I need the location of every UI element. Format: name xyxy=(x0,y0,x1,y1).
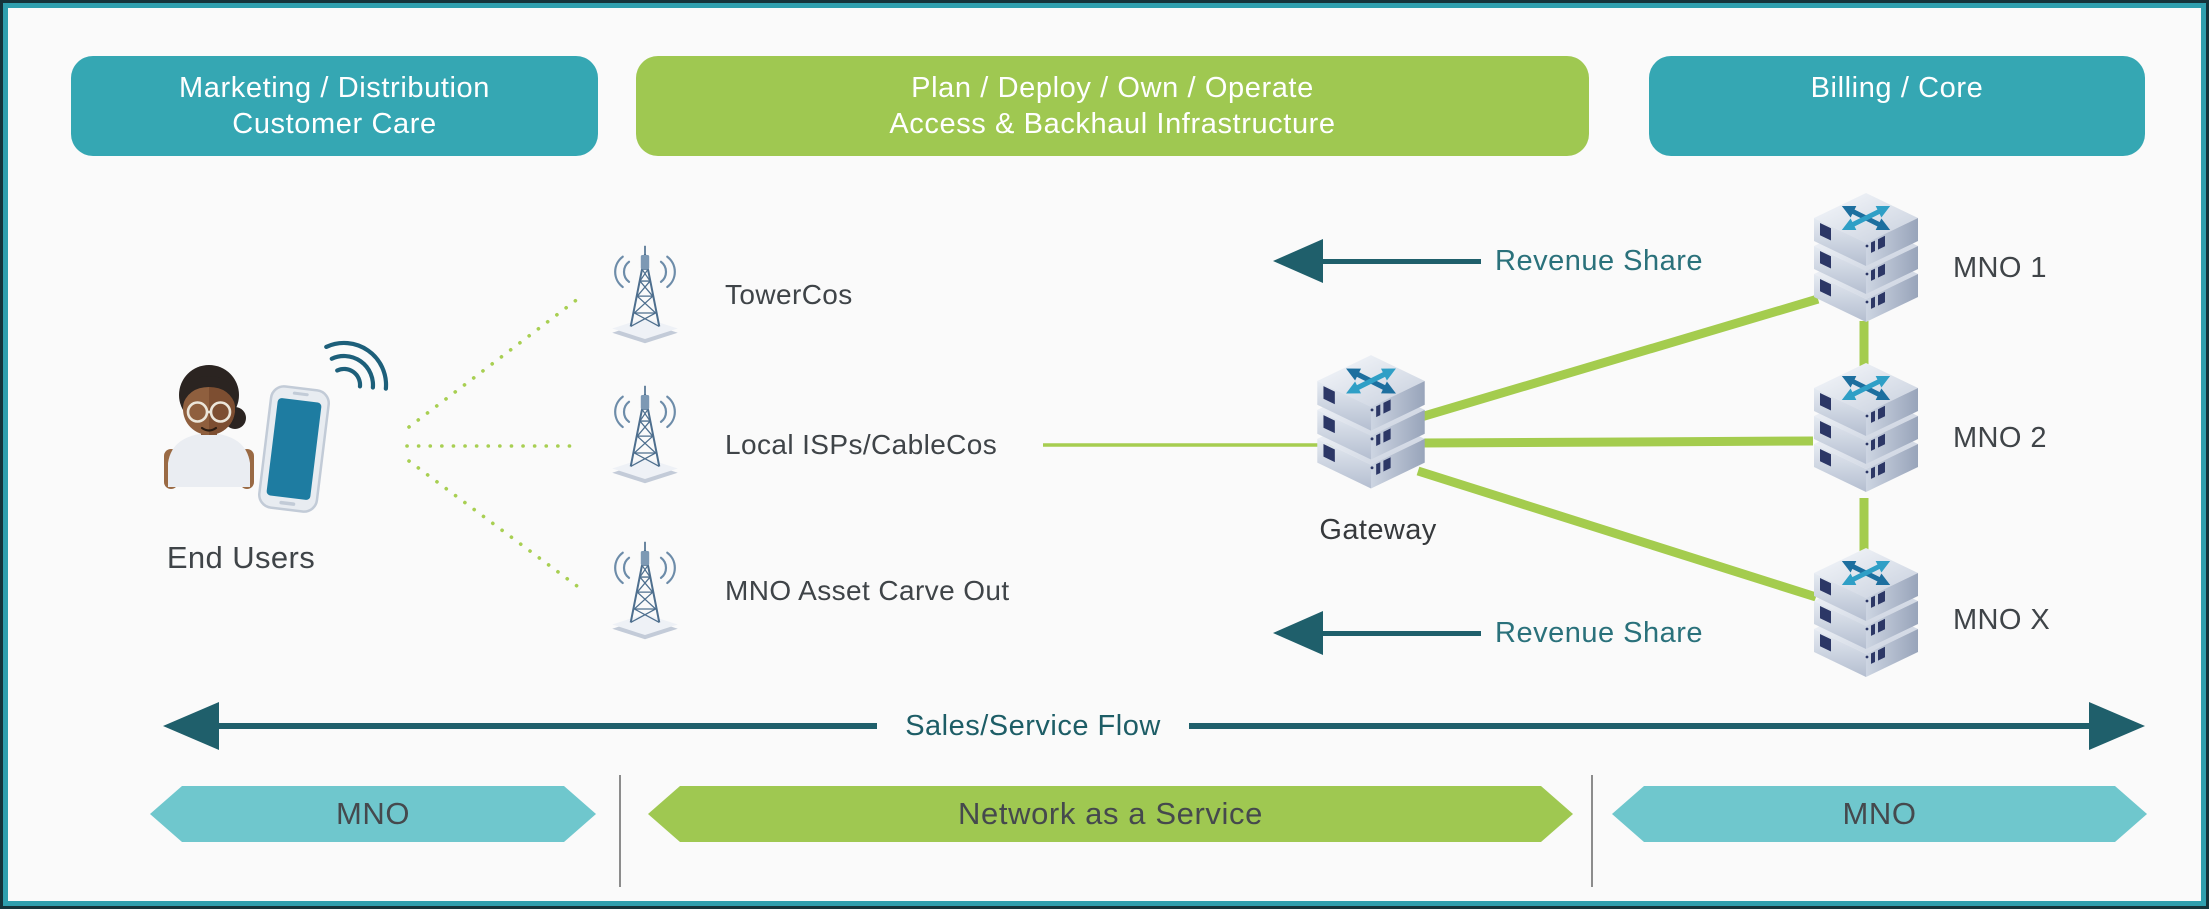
role-banner-mno-right: MNO xyxy=(1612,786,2147,842)
revenue-share-label-top: Revenue Share xyxy=(1495,245,1704,277)
sales-flow-right-arrowhead xyxy=(2089,702,2145,750)
cell-tower-icon xyxy=(603,384,687,485)
role-banner-naas: Network as a Service xyxy=(648,786,1573,842)
connection-lines xyxy=(405,294,1869,602)
revenue-share-label-bottom: Revenue Share xyxy=(1495,617,1704,649)
mno2-label: MNO 2 xyxy=(1953,422,2047,454)
banner-divider-left xyxy=(619,775,621,887)
gateway-mnox-link xyxy=(1416,466,1818,602)
mnox-label: MNO X xyxy=(1953,604,2051,636)
glasses-icon xyxy=(186,401,232,423)
left-arrowhead-icon xyxy=(1273,611,1323,655)
phase-box-line: Marketing / Distribution xyxy=(179,72,490,104)
role-banner-label: MNO xyxy=(1842,796,1917,831)
phase-box-plan: Plan / Deploy / Own / Operate Access & B… xyxy=(636,56,1589,156)
wifi-signal-icon xyxy=(324,340,389,391)
provider-label-towercos: TowerCos xyxy=(725,279,853,310)
gateway-label: Gateway xyxy=(1319,514,1437,546)
cell-tower-icon xyxy=(603,244,687,345)
role-banner-mno-left: MNO xyxy=(150,786,596,842)
revenue-share-arrow-bottom xyxy=(1273,611,1323,655)
phase-box-line: Access & Backhaul Infrastructure xyxy=(889,108,1336,140)
phase-box-line: Customer Care xyxy=(232,108,437,140)
end-user-icon xyxy=(164,340,389,513)
phone-icon xyxy=(258,385,330,513)
role-banner-label: MNO xyxy=(335,796,411,831)
phase-box-billing: Billing / Core xyxy=(1649,56,2145,156)
right-arrowhead-icon xyxy=(2089,702,2145,750)
dotted-link-carveout xyxy=(407,459,583,591)
server-stack-icon-mno2 xyxy=(1806,363,1926,503)
sales-flow-line-left xyxy=(215,723,877,729)
role-banner-label: Network as a Service xyxy=(958,796,1263,831)
revenue-share-line-top xyxy=(1319,259,1481,264)
server-stack-icon-mnox xyxy=(1806,548,1926,688)
sales-flow-line-right xyxy=(1189,723,2091,729)
phase-box-line: Plan / Deploy / Own / Operate xyxy=(911,72,1314,104)
mno1-label: MNO 1 xyxy=(1953,252,2047,284)
sales-service-flow-label: Sales/Service Flow xyxy=(905,710,1161,742)
phase-box-marketing: Marketing / Distribution Customer Care xyxy=(71,56,598,156)
server-stack-icon-mno1 xyxy=(1806,193,1926,333)
left-arrowhead-icon xyxy=(1273,239,1323,283)
gateway-router-icon xyxy=(1309,355,1433,500)
cell-tower-icon xyxy=(603,540,687,641)
person-icon xyxy=(164,365,254,489)
gateway-mno1-link xyxy=(1419,294,1820,422)
revenue-share-line-bottom xyxy=(1319,631,1481,636)
dotted-link-towercos xyxy=(407,296,581,429)
left-arrowhead-icon xyxy=(163,702,219,750)
provider-label-carveout: MNO Asset Carve Out xyxy=(725,575,1010,606)
banner-divider-right xyxy=(1591,775,1593,887)
phase-box-line: Billing / Core xyxy=(1810,72,1984,104)
revenue-share-arrow-top xyxy=(1273,239,1323,283)
gateway-mno2-link xyxy=(1420,436,1814,448)
provider-label-isps: Local ISPs/CableCos xyxy=(725,429,998,460)
sales-flow-left-arrowhead xyxy=(163,702,219,750)
end-users-label: End Users xyxy=(166,540,316,575)
